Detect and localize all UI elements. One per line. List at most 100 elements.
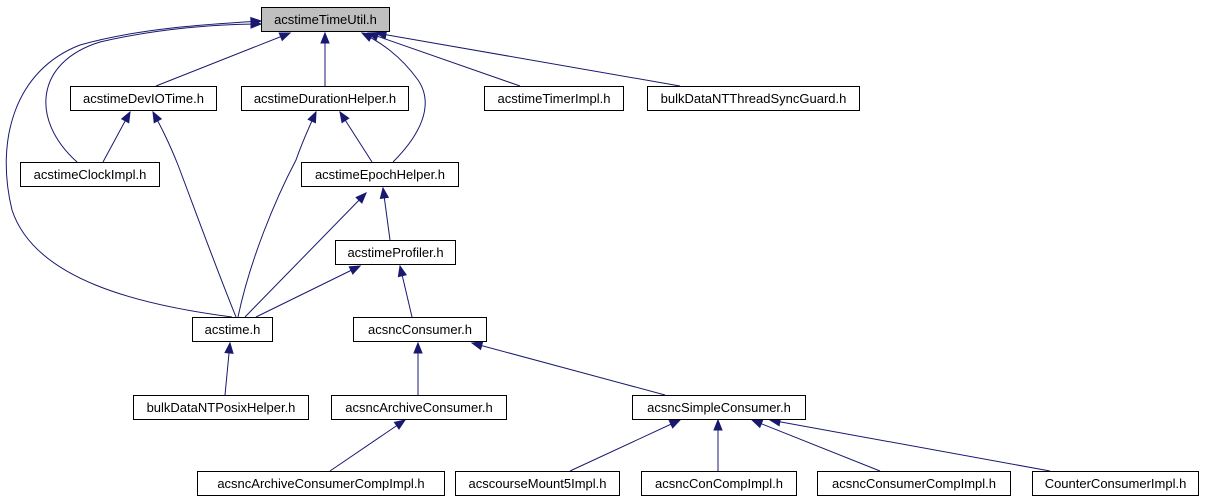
arrowhead-icon <box>250 16 263 27</box>
node-acstimeClockImpl[interactable]: acstimeClockImpl.h <box>20 162 160 187</box>
edge-acstimeDurationHelper-to-acstimeTimeUtil <box>320 31 330 86</box>
arrowhead-icon <box>397 264 408 278</box>
node-label: acsncArchiveConsumer.h <box>345 400 492 415</box>
edge-line <box>155 32 291 87</box>
node-acsncConsumer[interactable]: acsncConsumer.h <box>353 317 487 342</box>
edge-line <box>769 419 1051 472</box>
node-box <box>331 395 507 420</box>
arrowhead-icon <box>379 186 390 200</box>
arrowhead-icon <box>668 419 682 429</box>
arrowhead-icon <box>348 265 362 275</box>
node-acstimeEpochHelper[interactable]: acstimeEpochHelper.h <box>301 162 459 187</box>
node-bulkDataNTPosixHelper[interactable]: bulkDataNTPosixHelper.h <box>133 395 309 420</box>
node-box <box>1032 471 1199 496</box>
node-label: acsncSimpleConsumer.h <box>647 400 791 415</box>
node-label: acstimeProfiler.h <box>347 245 443 260</box>
node-acstimeTimerImpl[interactable]: acstimeTimerImpl.h <box>484 86 624 111</box>
node-label: acstimeDevIOTime.h <box>83 91 204 106</box>
node-box <box>241 86 409 111</box>
node-label: acsncConsumer.h <box>368 322 472 337</box>
arrowhead-icon <box>355 192 367 204</box>
node-acsncConCompImpl[interactable]: acsncConCompImpl.h <box>641 471 797 496</box>
edge-acstime-to-acstimeTimeUtil <box>5 16 263 318</box>
arrowhead-icon <box>152 110 163 124</box>
node-box <box>261 7 390 32</box>
node-box <box>133 395 309 420</box>
node-label: acstimeDurationHelper.h <box>254 91 396 106</box>
node-box <box>817 471 1011 496</box>
node-acsncArchiveConsumer[interactable]: acsncArchiveConsumer.h <box>331 395 507 420</box>
node-box <box>20 162 160 187</box>
edge-line <box>751 419 881 472</box>
arrowhead-icon <box>360 32 374 42</box>
arrowhead-icon <box>307 110 317 124</box>
node-label: acstimeTimerImpl.h <box>498 91 611 106</box>
edge-acstime-to-acstimeDurationHelper <box>237 110 317 318</box>
arrowhead-icon <box>320 31 330 44</box>
arrowhead-icon <box>713 418 723 431</box>
node-acsncSimpleConsumer[interactable]: acsncSimpleConsumer.h <box>632 395 806 420</box>
edge-line <box>361 32 426 163</box>
edge-acsncArchiveConsumerCompImpl-to-acsncArchiveConsumer <box>329 419 407 472</box>
arrowhead-icon <box>413 341 423 354</box>
node-acstimeDurationHelper[interactable]: acstimeDurationHelper.h <box>241 86 409 111</box>
node-box <box>641 471 797 496</box>
node-CounterConsumerImpl[interactable]: CounterConsumerImpl.h <box>1032 471 1199 496</box>
node-acstimeDevIOTime[interactable]: acstimeDevIOTime.h <box>70 86 217 111</box>
edge-acstimeProfiler-to-acstimeEpochHelper <box>379 186 391 241</box>
edge-acstime-to-acstimeDevIOTime <box>152 110 237 318</box>
node-box <box>647 86 860 111</box>
nodes-layer: acstimeTimeUtil.h acstimeDevIOTime.h acsti… <box>20 7 1199 496</box>
edge-acstimeEpochHelper-to-acstimeDurationHelper <box>339 110 373 163</box>
node-label: bulkDataNTPosixHelper.h <box>147 400 296 415</box>
edge-line <box>329 419 406 472</box>
edge-acstime-to-acstimeEpochHelper <box>244 192 367 318</box>
arrowhead-icon <box>120 110 131 124</box>
arrowhead-icon <box>278 32 292 42</box>
edge-bulkDataNTPosixHelper-to-acstime <box>224 341 234 396</box>
edge-line <box>471 342 666 396</box>
node-acsncArchiveConsumerCompImpl[interactable]: acsncArchiveConsumerCompImpl.h <box>197 471 445 496</box>
edge-line <box>5 20 262 318</box>
edge-line <box>45 23 262 163</box>
node-acstimeTimeUtil: acstimeTimeUtil.h <box>261 7 390 32</box>
node-acstimeProfiler[interactable]: acstimeProfiler.h <box>335 240 456 265</box>
edge-line <box>244 192 367 318</box>
edge-acstimeEpochHelper-to-acstimeTimeUtil <box>360 32 426 163</box>
node-box <box>335 240 456 265</box>
arrowhead-icon <box>750 419 764 429</box>
edge-acstimeClockImpl-to-acstimeDevIOTime <box>102 110 131 163</box>
node-box <box>197 471 445 496</box>
arrowhead-icon <box>470 341 484 351</box>
edge-acstimeTimerImpl-to-acstimeTimeUtil <box>366 31 521 87</box>
node-box <box>70 86 217 111</box>
node-label: acstimeClockImpl.h <box>34 167 147 182</box>
node-box <box>484 86 624 111</box>
node-box <box>455 471 620 496</box>
node-label: bulkDataNTThreadSyncGuard.h <box>661 91 847 106</box>
node-box <box>353 317 487 342</box>
edge-acscourseMount5Impl-to-acsncSimpleConsumer <box>569 419 682 472</box>
edge-acsncSimpleConsumer-to-acsncConsumer <box>470 341 666 396</box>
edge-line <box>569 419 681 472</box>
arrowhead-icon <box>339 110 350 124</box>
edge-acstime-to-acstimeProfiler <box>255 265 362 318</box>
node-acscourseMount5Impl[interactable]: acscourseMount5Impl.h <box>455 471 620 496</box>
edge-acsncConCompImpl-to-acsncSimpleConsumer <box>713 418 723 471</box>
edges-layer <box>5 16 1051 472</box>
node-label: acstimeEpochHelper.h <box>315 167 445 182</box>
edge-line <box>375 32 681 87</box>
node-label: acsncArchiveConsumerCompImpl.h <box>217 476 424 491</box>
node-bulkDataNTThreadSyncGuard[interactable]: bulkDataNTThreadSyncGuard.h <box>647 86 860 111</box>
edge-acsncConsumerCompImpl-to-acsncSimpleConsumer <box>750 419 881 472</box>
edge-acsncConsumer-to-acstimeProfiler <box>397 264 413 318</box>
edge-acstimeDevIOTime-to-acstimeTimeUtil <box>155 32 292 87</box>
edge-acsncArchiveConsumer-to-acsncConsumer <box>413 341 423 395</box>
node-acstime[interactable]: acstime.h <box>192 317 273 342</box>
node-label: acsncConCompImpl.h <box>655 476 783 491</box>
node-box <box>301 162 459 187</box>
edge-line <box>237 111 317 318</box>
node-acsncConsumerCompImpl[interactable]: acsncConsumerCompImpl.h <box>817 471 1011 496</box>
arrowhead-icon <box>224 341 234 354</box>
